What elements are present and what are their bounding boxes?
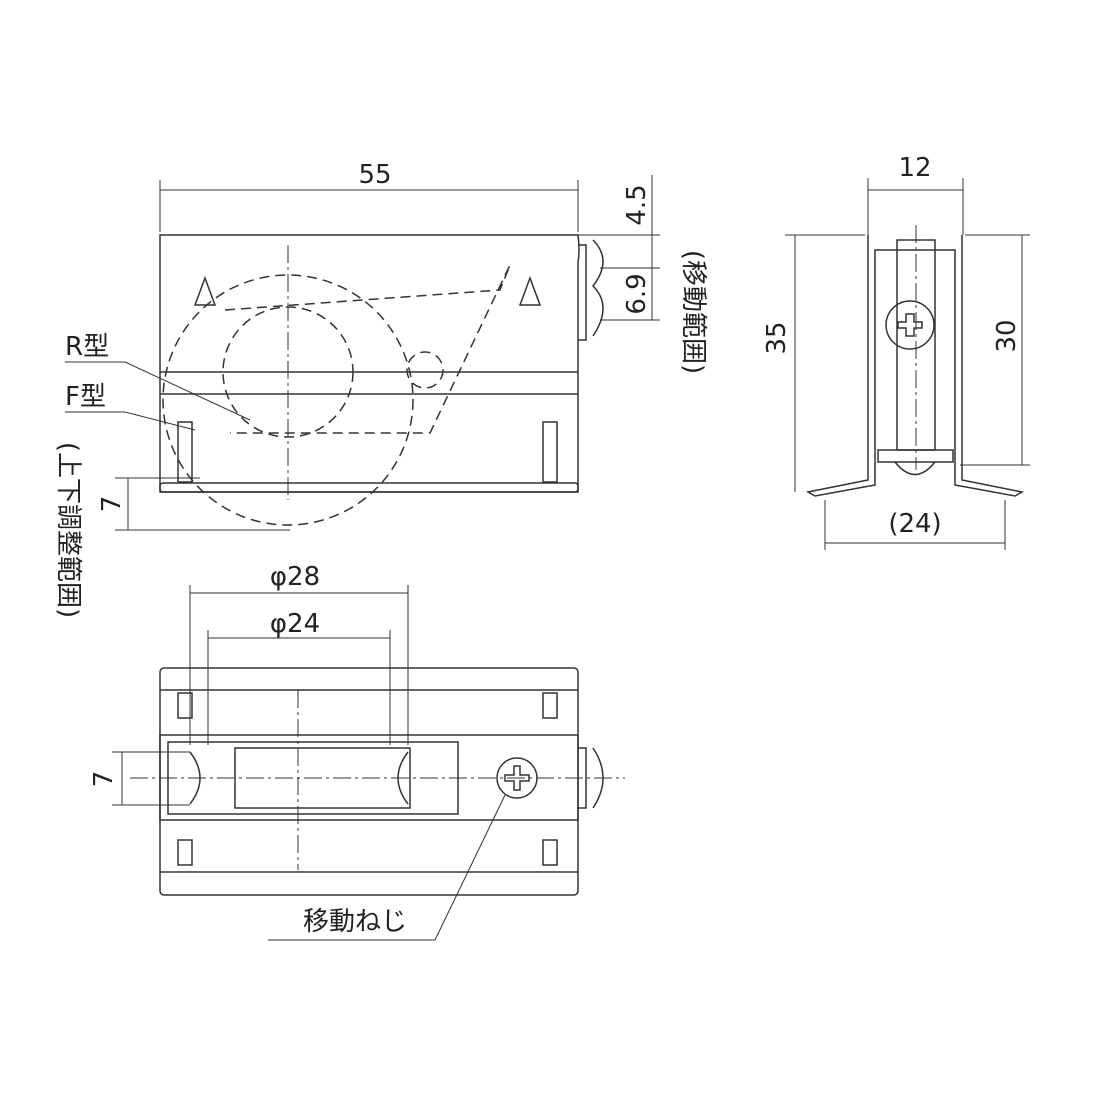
screw-head-side xyxy=(885,300,935,350)
vertical-adjust-dimension: 7 xyxy=(97,496,127,513)
side-view: 12 35 30 (24) xyxy=(762,153,1030,550)
vertical-adjust-label: (上下調整範囲) xyxy=(53,442,83,618)
travel-range-label: (移動範囲) xyxy=(678,250,708,374)
wheel-width-dimension: 7 xyxy=(89,771,119,788)
outer-wheel-diameter: φ28 xyxy=(270,562,320,592)
side-inner-height-dimension: 30 xyxy=(992,319,1022,352)
bottom-view: φ28 φ24 7 移動ねじ xyxy=(89,562,625,941)
front-view: 55 4.5 6.9 (移動範囲) R型 F型 7 (上下調整範囲) xyxy=(53,160,708,618)
side-width-dimension: 12 xyxy=(898,153,931,183)
width-dimension: 55 xyxy=(358,160,391,190)
top-clearance-dimension: 4.5 xyxy=(622,184,652,225)
adjust-screw-head xyxy=(592,239,604,337)
bottom-plate xyxy=(159,482,579,493)
r-type-label: R型 xyxy=(65,332,109,362)
f-type-label: F型 xyxy=(65,382,106,412)
adjust-screw-label: 移動ねじ xyxy=(303,907,407,937)
side-base-width-dimension: (24) xyxy=(888,509,941,539)
travel-dimension: 6.9 xyxy=(622,273,652,314)
side-height-dimension: 35 xyxy=(762,321,792,354)
inner-wheel-diameter: φ24 xyxy=(270,609,320,639)
bottom-body-outline xyxy=(159,667,579,896)
front-body-outline xyxy=(159,234,580,493)
wheel-r-type xyxy=(162,274,414,526)
